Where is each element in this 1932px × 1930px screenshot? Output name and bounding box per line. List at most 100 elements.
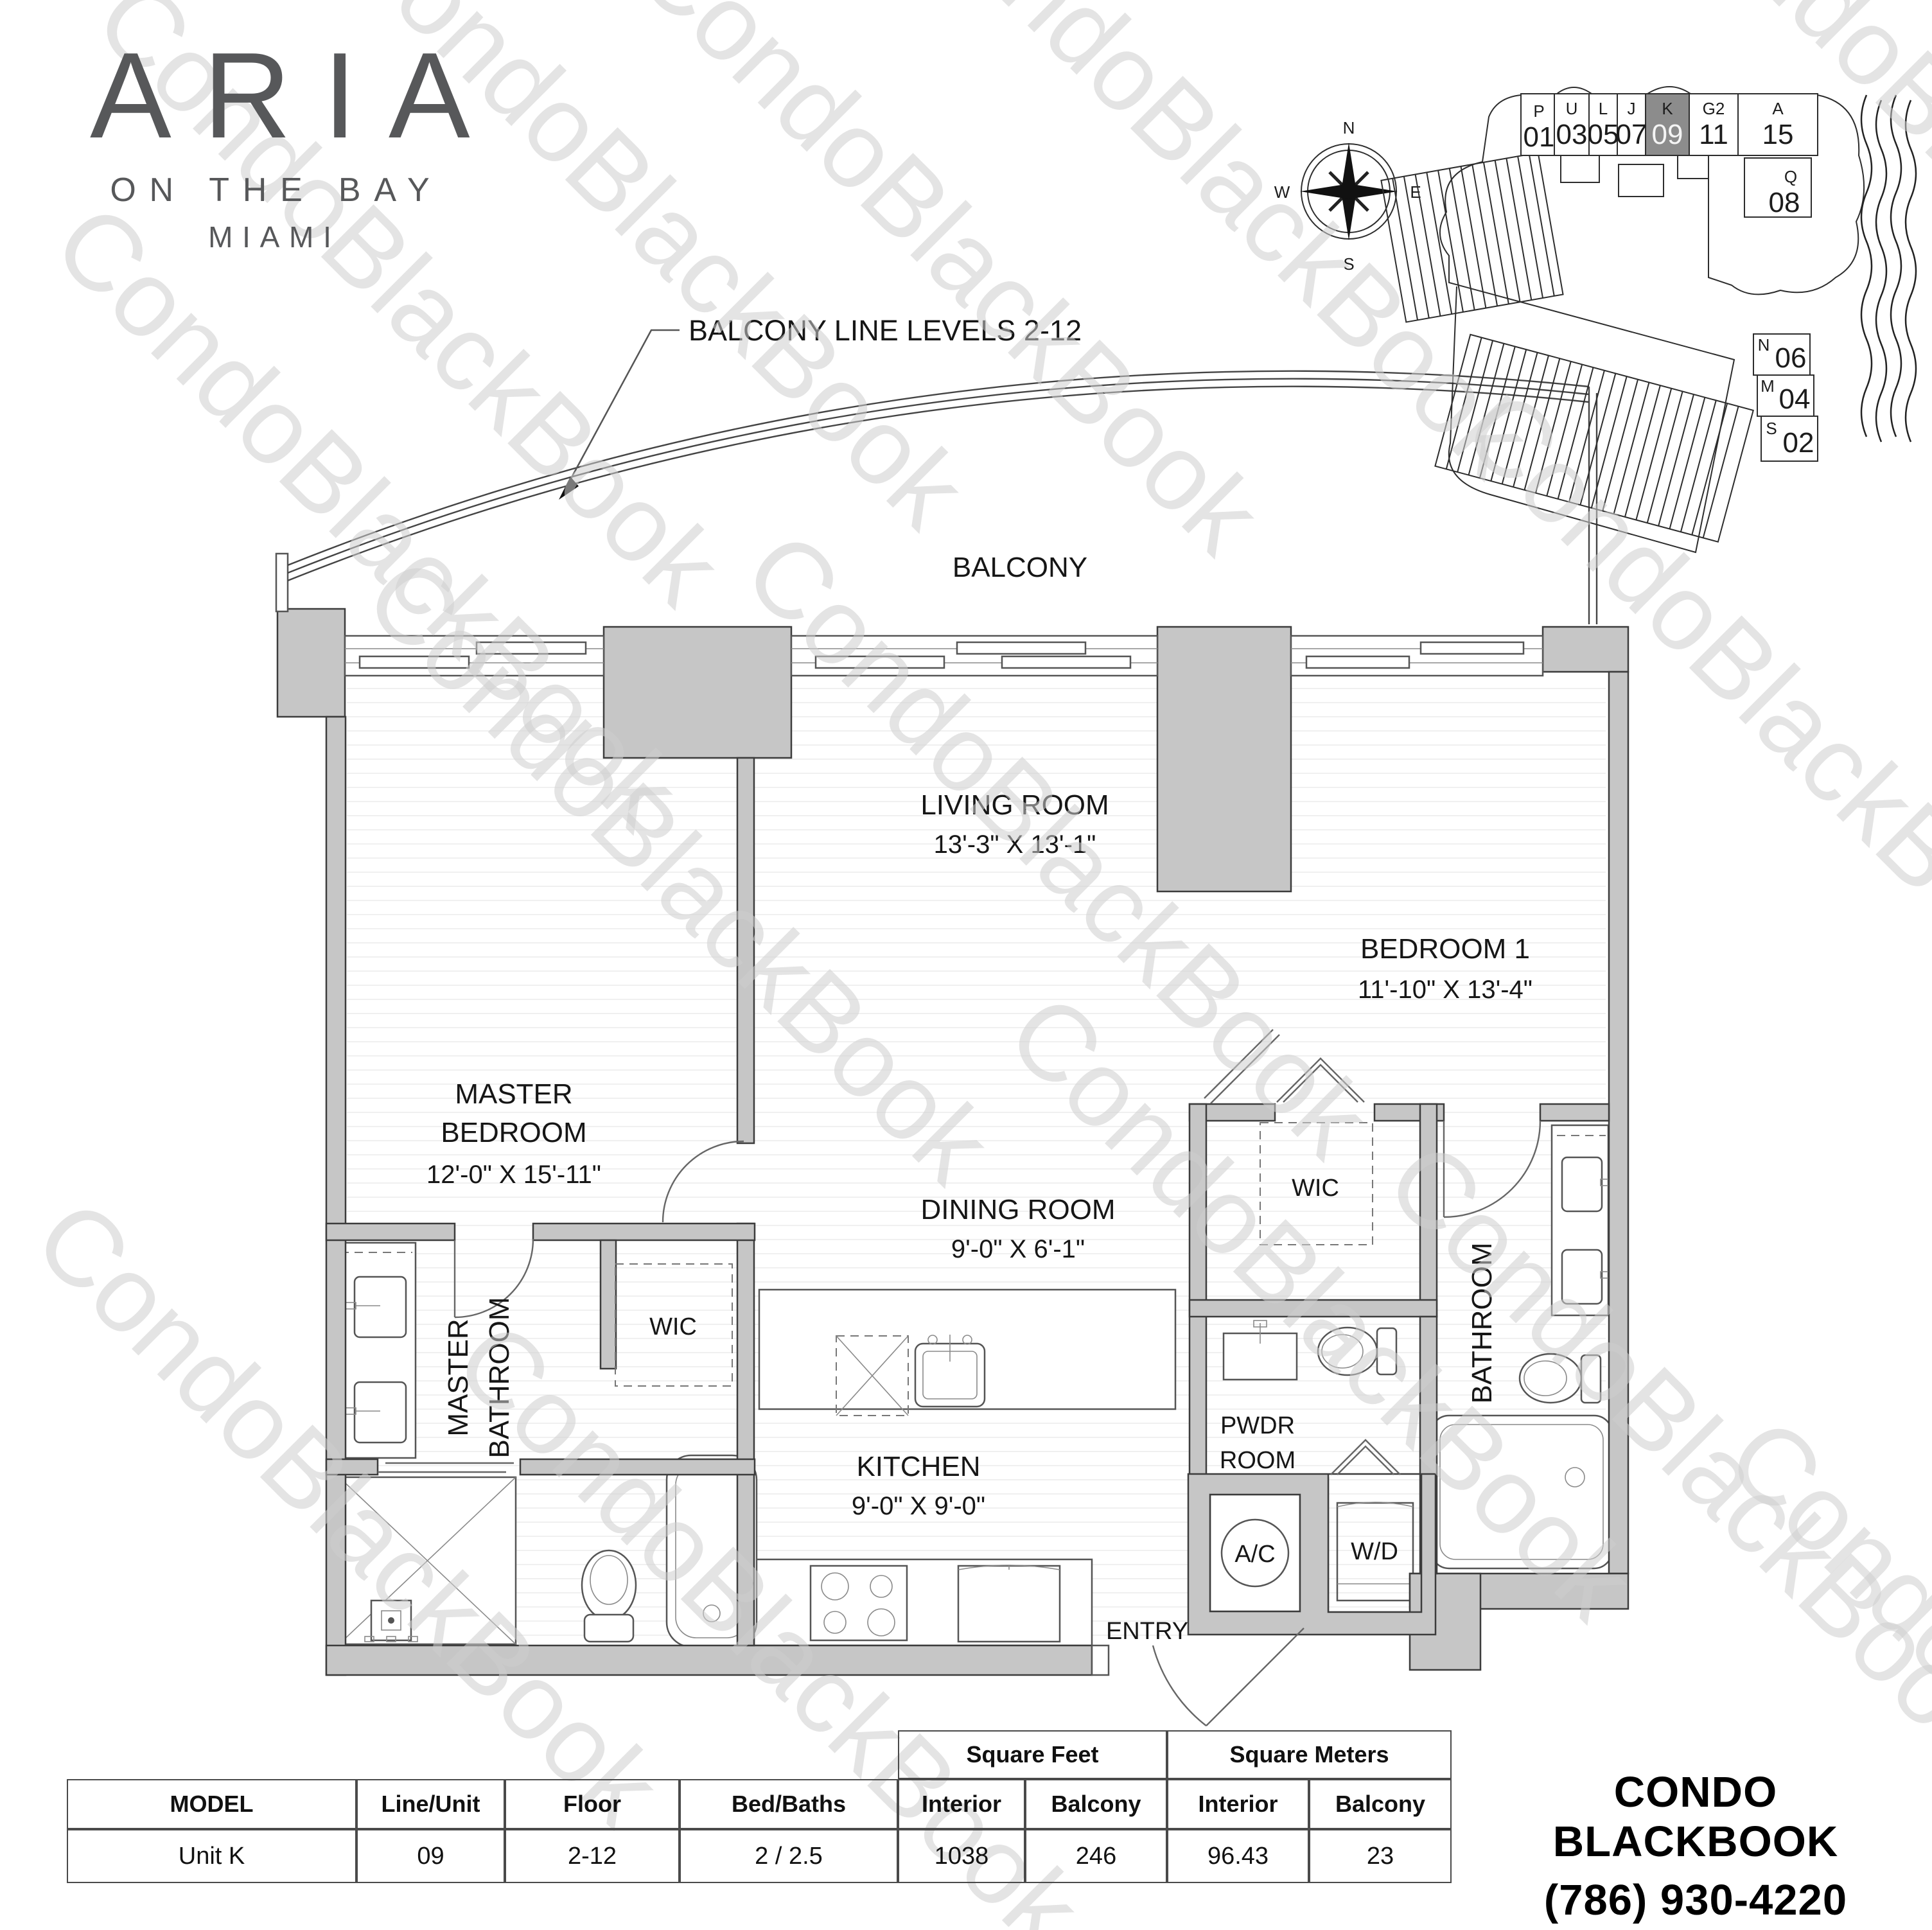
spec-table: Square Feet Square Meters MODEL Line/Uni… [67,1730,1452,1883]
unit-number: 15 [1762,119,1794,150]
door-arc-masterbath [454,1238,534,1319]
keyplan-units: P 01 U 03 L 05 J 07 K 09 G2 11 A 15 Q 08… [1520,93,1818,462]
bifold-wd [1330,1439,1401,1475]
keyplan-building [1380,86,1865,554]
bedroom1-wic-label: WIC [1292,1175,1339,1202]
door-leaf-entry [1206,1627,1304,1726]
bathroom-label: BATHROOM [1466,1243,1498,1404]
master-dims: 12'-0" X 15'-11" [426,1161,601,1189]
col-header-sf-interior: Interior [898,1779,1025,1829]
col-header-line-unit: Line/Unit [356,1779,505,1829]
group-header-square-feet: Square Feet [898,1730,1167,1779]
keyplan-unit-n06 [1753,333,1811,376]
col-header-sm-balcony: Balcony [1309,1779,1452,1829]
cell-model: Unit K [67,1829,356,1883]
wd-label: W/D [1351,1538,1398,1565]
master-vanity [336,1241,417,1459]
unit-number: 07 [1616,119,1647,150]
cell-sm-interior: 96.43 [1167,1829,1309,1883]
logo: ARIA ON THE BAY MIAMI [90,31,470,254]
unit-number: 11 [1699,119,1728,150]
wall [325,1458,379,1476]
wall [1419,1103,1438,1318]
cell-sf-interior: 1038 [898,1829,1025,1883]
window-bedroom1 [1290,635,1544,677]
kitchen-counter [753,1558,1093,1647]
sink [353,1381,407,1444]
master-bath-label-1: MASTER [443,1319,474,1436]
wall [599,1239,617,1370]
sink [1561,1156,1603,1213]
table-spacer [67,1730,898,1779]
wall [1188,1299,1438,1318]
compass-n: N [1343,118,1355,137]
bifold-wic2 [1276,1057,1365,1103]
bedroom1-dims: 11'-10" X 13'-4" [1358,976,1532,1004]
entry-label: ENTRY [1106,1618,1188,1645]
kitchen-island [758,1288,1177,1416]
contact-phone: (786) 930-4220 [1543,1876,1848,1924]
master-label-1: MASTER [455,1078,572,1110]
toilet [581,1549,637,1643]
dining-label: DINING ROOM [920,1194,1115,1225]
keyplan-unit-k09-highlighted [1645,93,1690,156]
col-header-sf-balcony: Balcony [1025,1779,1167,1829]
living-dims: 13'-3" X 13'-1" [934,830,1096,859]
bath2-toilet [1518,1353,1602,1404]
pwdr-toilet [1317,1326,1398,1376]
keyplan-unit-s02 [1761,416,1818,462]
ac-closet [1209,1493,1301,1613]
unit-number: 03 [1556,119,1588,150]
sink [1561,1249,1603,1305]
master-wic-label: WIC [649,1313,697,1340]
washer-dryer [1336,1502,1414,1602]
contact-name: CONDO BLACKBOOK [1552,1768,1839,1866]
wall [325,1222,456,1241]
bath2-vanity [1550,1124,1614,1317]
master-label-2: BEDROOM [441,1117,586,1148]
balcony-callout-leader [559,329,680,500]
cell-floor: 2-12 [505,1829,680,1883]
stove [809,1565,908,1642]
cell-line-unit: 09 [356,1829,505,1883]
door-arc-entry [1152,1645,1207,1726]
contact-block: CONDO BLACKBOOK (786) 930-4220 [1471,1768,1920,1925]
unit-letter: Q [1784,167,1797,186]
keyplan-wing-hatch [1434,333,1754,543]
balcony-label: BALCONY [953,552,1087,583]
sink [353,1276,407,1338]
wall [736,757,755,1145]
unit-letter: M [1761,376,1775,396]
unit-number: 09 [1652,119,1683,150]
kitchen-label: KITCHEN [856,1451,980,1482]
unit-letter: G2 [1703,99,1725,118]
master-bath-label-2: BATHROOM [484,1297,515,1459]
bedroom1-wic-area [1260,1122,1373,1245]
window-master [344,635,605,677]
exterior-mask [1308,1636,1411,1739]
keyplan-unit-q08 [1744,157,1812,218]
doors [378,1029,1541,1726]
unit-letter: J [1628,99,1636,118]
unit-number: 05 [1588,119,1619,150]
unit-letter: N [1758,335,1770,355]
keyplan-unit-g211 [1689,93,1739,156]
keyplan-wing-hatch [1380,152,1564,323]
door-arc-bathroom [1443,1120,1541,1218]
balcony-callout-label: BALCONY LINE LEVELS 2-12 [689,314,1082,347]
compass-s: S [1343,254,1354,274]
group-header-square-meters: Square Meters [1167,1730,1452,1779]
keyplan-unit-j07 [1617,93,1646,156]
ac-label: A/C [1234,1541,1275,1568]
keyplan-unit-m04 [1757,374,1814,417]
door-arc-master [662,1140,744,1223]
pwdr-sink [1222,1320,1298,1381]
logo-brand: ARIA [90,28,502,164]
pwdr-label-2: ROOM [1220,1447,1295,1474]
water-waves-icon [1860,94,1917,443]
door-bedroom1 [1204,1029,1280,1104]
unit-letter: K [1662,99,1673,118]
wall [1539,1103,1610,1122]
compass-icon: N S W E [1274,118,1421,274]
